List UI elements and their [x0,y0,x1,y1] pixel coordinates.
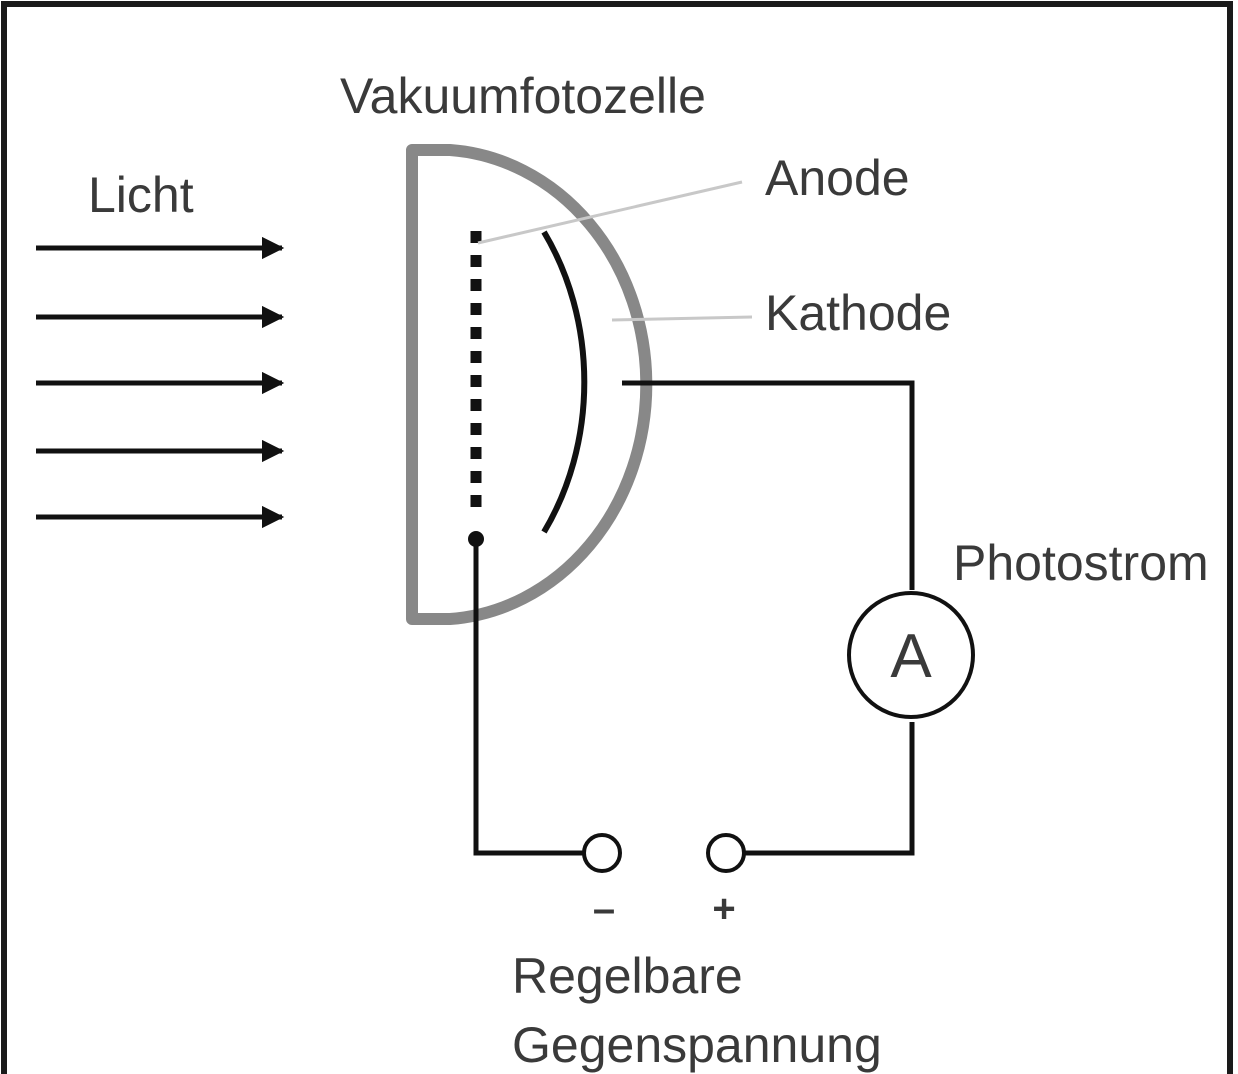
light-label: Licht [88,167,194,223]
wire-anode-to-minus [473,539,584,856]
circuit-wires [473,380,915,856]
anode-leader-line [477,180,743,245]
title-label: Vakuumfotozelle [340,68,706,124]
cathode-electrode [541,230,588,534]
cathode-leader-line [611,315,753,322]
wire-ammeter-to-plus [744,722,915,856]
ammeter-circle [847,591,975,719]
light-arrows [36,236,285,529]
voltage-label-line1: Regelbare [512,948,743,1004]
ammeter-symbol: A [890,622,932,691]
voltage-label-line2: Gegenspannung [512,1017,882,1073]
wire-cathode-to-ammeter [622,380,915,590]
anode-label: Anode [765,150,910,206]
plus-sign: + [712,887,735,931]
minus-sign: – [593,887,615,931]
plus-terminal [706,833,746,873]
minus-terminal [582,833,622,873]
vacuum-cell-housing [406,144,653,625]
photocurrent-label: Photostrom [953,535,1209,591]
cathode-label: Kathode [765,285,951,341]
